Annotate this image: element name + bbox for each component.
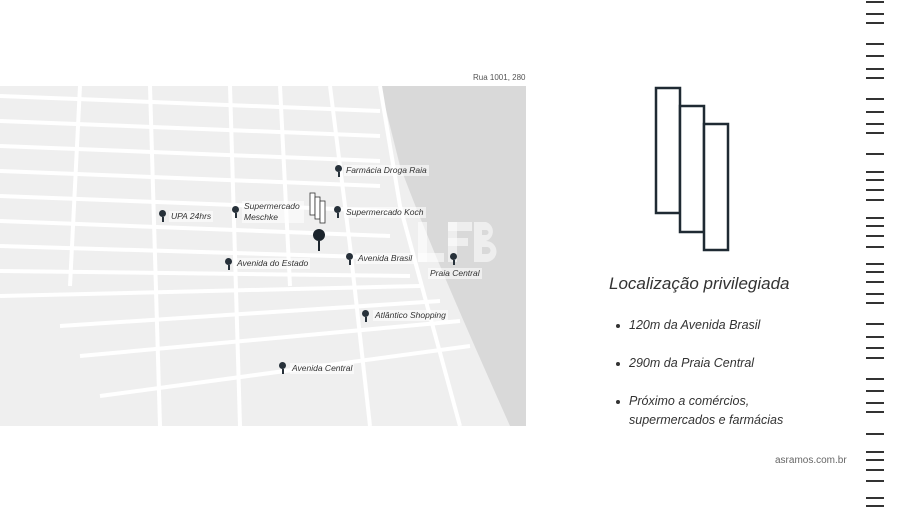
feature-list: 120m da Avenida Brasil 290m da Praia Cen… <box>614 316 799 449</box>
section-title: Localização privilegiada <box>609 274 790 293</box>
ruler-tick <box>866 123 884 125</box>
ruler-tick <box>866 336 884 338</box>
map-address: Rua 1001, 280 <box>473 73 526 82</box>
place-label: Avenida Central <box>290 363 355 374</box>
ruler-tick <box>866 43 884 45</box>
ruler-tick <box>866 281 884 283</box>
ruler-tick <box>866 347 884 349</box>
ruler-tick <box>866 199 884 201</box>
ruler-tick <box>866 13 884 15</box>
ruler-tick <box>866 357 884 359</box>
ruler-tick <box>866 402 884 404</box>
ruler-tick <box>866 390 884 392</box>
pin-icon[interactable] <box>346 253 353 265</box>
watermark-logo <box>418 222 497 262</box>
ruler-tick <box>866 271 884 273</box>
ruler-tick <box>866 55 884 57</box>
ruler-tick <box>866 225 884 227</box>
feature-item: 290m da Praia Central <box>614 354 799 373</box>
pin-icon[interactable] <box>450 253 457 265</box>
ruler-tick <box>866 68 884 70</box>
website-link[interactable]: asramos.com.br <box>775 455 847 466</box>
pin-icon[interactable] <box>232 206 239 218</box>
ruler-tick <box>866 217 884 219</box>
building-logo-icon <box>654 86 730 252</box>
ruler-tick <box>866 153 884 155</box>
pin-icon[interactable] <box>362 310 369 322</box>
ruler-tick <box>866 497 884 499</box>
place-label: Atlântico Shopping <box>373 310 448 321</box>
ruler-tick <box>866 451 884 453</box>
place-label: Avenida do Estado <box>235 258 311 269</box>
ruler-tick <box>866 98 884 100</box>
ruler-tick <box>866 77 884 79</box>
pin-icon[interactable] <box>225 258 232 270</box>
ruler-tick <box>866 378 884 380</box>
pin-icon[interactable] <box>334 206 341 218</box>
ruler-tick <box>866 302 884 304</box>
ruler-tick <box>866 179 884 181</box>
ruler-tick <box>866 433 884 435</box>
place-label: Supermercado Koch <box>344 207 426 218</box>
ruler-tick <box>866 132 884 134</box>
place-label: Praia Central <box>428 268 482 279</box>
ruler-tick <box>866 459 884 461</box>
building-marker-icon <box>309 192 326 224</box>
ruler-tick <box>866 235 884 237</box>
location-map[interactable] <box>0 86 526 426</box>
ruler-tick <box>866 171 884 173</box>
ruler-tick <box>866 1 884 3</box>
ruler-tick <box>866 22 884 24</box>
ruler-tick <box>866 246 884 248</box>
ruler-tick <box>866 189 884 191</box>
property-pin-icon[interactable] <box>313 229 325 251</box>
pin-icon[interactable] <box>159 210 166 222</box>
feature-item: 120m da Avenida Brasil <box>614 316 799 335</box>
ruler-tick <box>866 411 884 413</box>
place-label: Avenida Brasil <box>356 253 415 264</box>
ruler-tick <box>866 263 884 265</box>
place-label: Supermercado Meschke <box>242 201 304 223</box>
place-label: UPA 24hrs <box>169 211 214 222</box>
map-streets <box>0 86 526 426</box>
ruler-tick <box>866 293 884 295</box>
ruler-tick <box>866 469 884 471</box>
place-label: Farmácia Droga Raia <box>344 165 429 176</box>
ruler-tick <box>866 480 884 482</box>
feature-item: Próximo a comércios, supermercados e far… <box>614 392 799 430</box>
pin-icon[interactable] <box>279 362 286 374</box>
ruler-tick <box>866 323 884 325</box>
ruler-tick <box>866 111 884 113</box>
pin-icon[interactable] <box>335 165 342 177</box>
